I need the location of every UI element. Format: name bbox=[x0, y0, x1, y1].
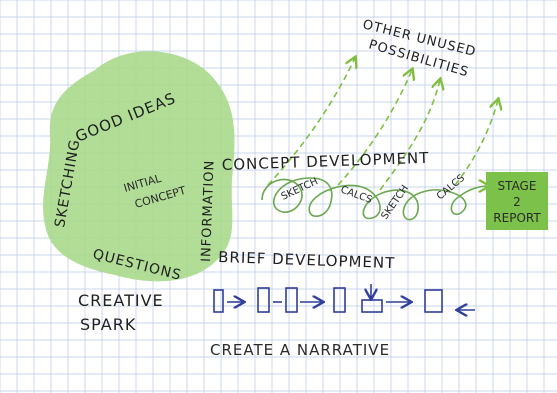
label-stage-number: 2 bbox=[513, 195, 521, 209]
label-information: INFORMATION bbox=[199, 160, 218, 263]
label-calcs-1: CALCS bbox=[339, 184, 374, 206]
narrative-storyboard bbox=[213, 284, 475, 313]
label-spark: SPARK bbox=[80, 315, 136, 334]
label-create-narrative: CREATE A NARRATIVE bbox=[210, 341, 390, 359]
dashed-arrow-3 bbox=[379, 80, 440, 191]
story-frame-6 bbox=[424, 289, 443, 313]
dashed-arrow-2 bbox=[337, 70, 412, 186]
story-frame-4 bbox=[333, 287, 346, 313]
dashed-arrow-1 bbox=[267, 58, 355, 186]
label-report: REPORT bbox=[493, 211, 541, 225]
unused-possibility-arrows bbox=[267, 58, 498, 191]
creative-spark-blob bbox=[43, 51, 235, 282]
iteration-loops bbox=[261, 177, 488, 221]
label-brief-development: BRIEF DEVELOPMENT bbox=[218, 248, 396, 272]
story-frame-2 bbox=[257, 287, 270, 313]
label-creative: CREATIVE bbox=[78, 291, 164, 310]
story-frame-1 bbox=[213, 289, 224, 313]
story-frame-3 bbox=[285, 287, 298, 313]
stage-2-report-box bbox=[486, 172, 548, 230]
loop-path bbox=[261, 177, 488, 221]
label-stage: STAGE bbox=[498, 179, 537, 193]
story-frame-5 bbox=[361, 299, 383, 313]
